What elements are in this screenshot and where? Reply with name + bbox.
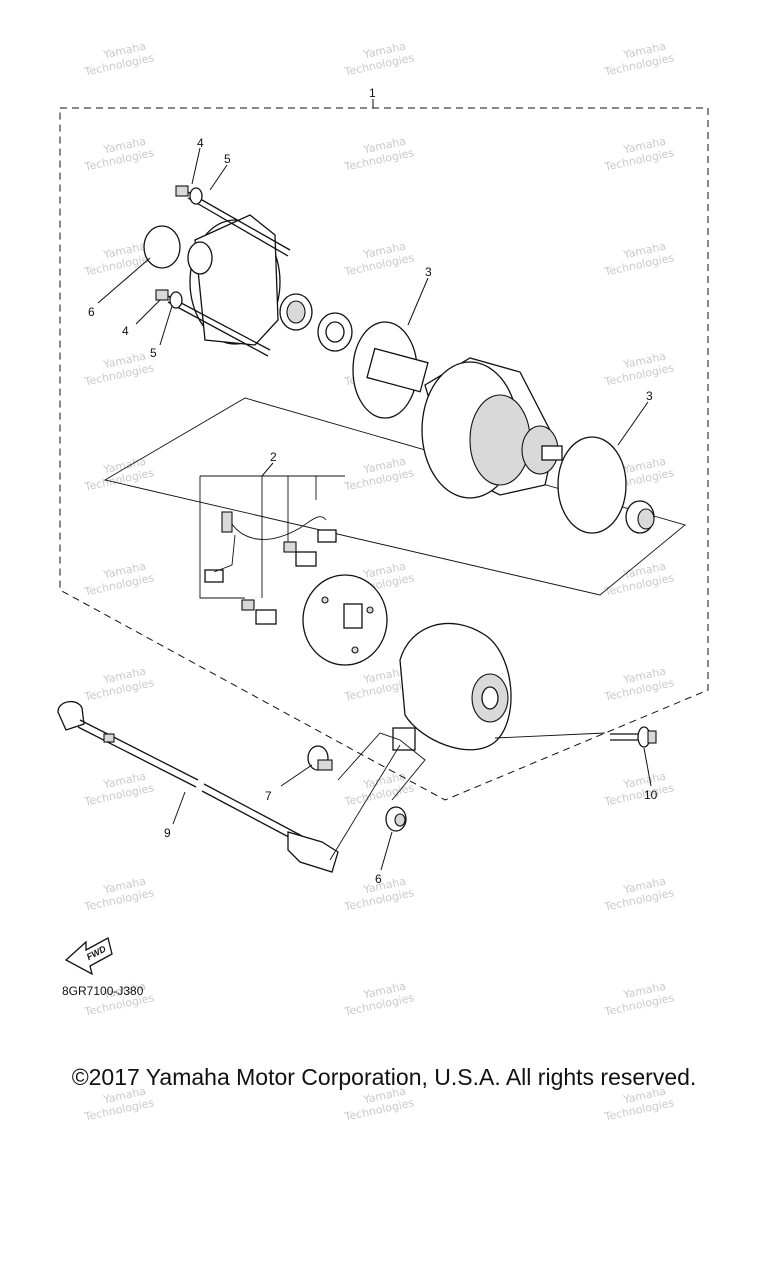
- callout-9: 9: [164, 826, 171, 840]
- callout-7: 7: [265, 789, 272, 803]
- callout-4-lower: 4: [122, 324, 129, 338]
- o-ring-rear: [143, 225, 181, 269]
- callout-4-upper: 4: [197, 136, 204, 150]
- cable-routing: [329, 732, 606, 861]
- terminal-screw: [307, 745, 333, 771]
- callout-labels: 1 2 3 3 4 4 5 5 6 6 7 9 10: [88, 86, 658, 886]
- callout-5-upper: 5: [224, 152, 231, 166]
- watermark-layer: YamahaTechnologiesYamahaTechnologiesYama…: [82, 40, 675, 1124]
- fwd-arrow-icon: FWD: [64, 937, 113, 976]
- rear-bearing: [279, 293, 313, 331]
- callout-2: 2: [270, 450, 277, 464]
- callout-3-upper: 3: [425, 265, 432, 279]
- callout-5-lower: 5: [150, 346, 157, 360]
- armature-yoke: [366, 347, 563, 499]
- callout-6-lower: 6: [375, 872, 382, 886]
- rear-cover: [187, 214, 281, 346]
- callout-10: 10: [644, 788, 658, 802]
- starter-cable: [57, 701, 339, 873]
- diagram-code: 8GR7100-J380: [62, 984, 144, 998]
- bushing: [625, 500, 655, 534]
- brush-bracket: [199, 475, 345, 599]
- brush-wire-assembly: [204, 511, 337, 625]
- mounting-bolt: [610, 726, 657, 748]
- through-bolt-lower: [155, 289, 271, 357]
- callout-1: 1: [369, 86, 376, 100]
- terminal-nut: [385, 806, 407, 832]
- oil-seal: [317, 312, 353, 352]
- copyright-notice: ©2017 Yamaha Motor Corporation, U.S.A. A…: [71, 1064, 697, 1090]
- brush-plate: [302, 574, 388, 666]
- o-ring-front-2: [557, 436, 627, 534]
- callout-3-right: 3: [646, 389, 653, 403]
- brush-plate-boundary: [103, 397, 686, 596]
- through-bolt-upper: [175, 185, 291, 257]
- callout-6-upper: 6: [88, 305, 95, 319]
- assembly-boundary: [59, 107, 709, 801]
- leader-lines: [97, 99, 652, 871]
- front-cover: [392, 622, 512, 751]
